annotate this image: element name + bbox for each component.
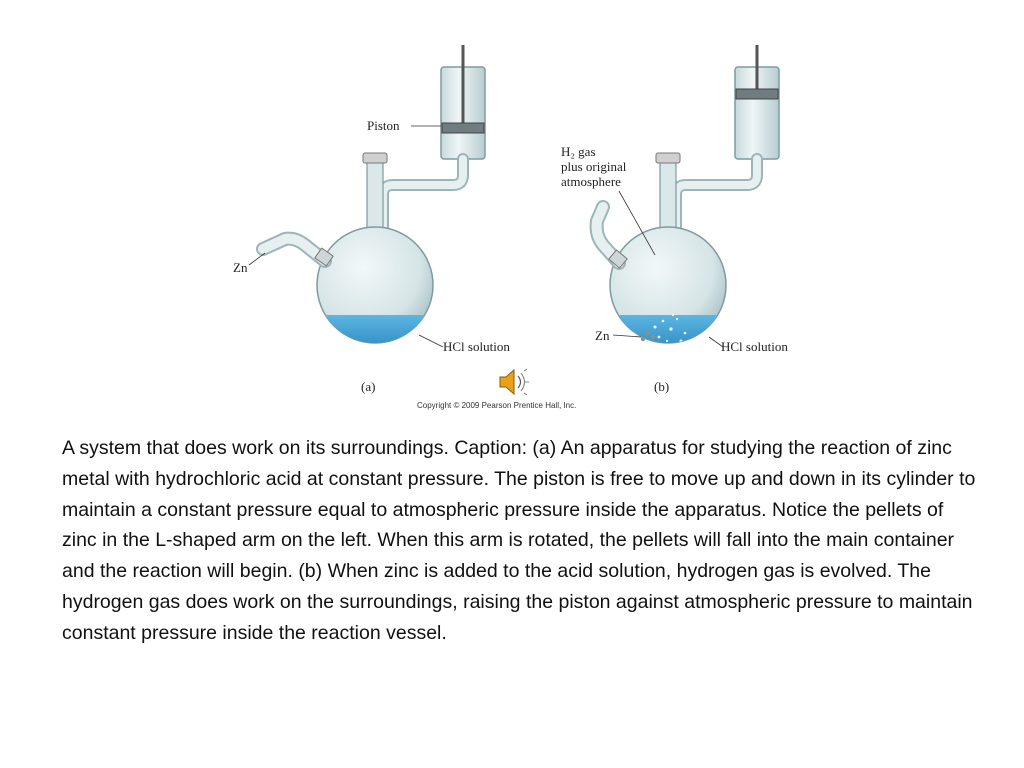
zn-label-a: Zn xyxy=(233,260,248,275)
tube-a xyxy=(377,153,469,241)
piston-label: Piston xyxy=(367,118,400,133)
zinc-pellets-b xyxy=(640,330,656,342)
atmosphere-label: atmosphere xyxy=(561,174,621,189)
piston-b xyxy=(735,88,779,100)
tube-b xyxy=(670,153,763,241)
hcl-label-b: HCl solution xyxy=(721,339,788,354)
panel-a-apparatus xyxy=(256,45,486,344)
hcl-solution-a xyxy=(317,315,433,343)
stopper-b xyxy=(655,152,681,164)
hcl-label-a: HCl solution xyxy=(443,339,510,354)
hcl-solution-b xyxy=(610,315,726,343)
stopper-a xyxy=(362,152,388,164)
panel-b-apparatus xyxy=(589,45,780,344)
apparatus-figure: Piston Zn HCl solution (a) xyxy=(215,45,815,415)
copyright-text: Copyright © 2009 Pearson Prentice Hall, … xyxy=(417,401,576,410)
plus-original-label: plus original xyxy=(561,159,627,174)
panel-a-label: (a) xyxy=(361,379,375,394)
zn-label-b: Zn xyxy=(595,328,610,343)
panel-b-label: (b) xyxy=(654,379,669,394)
caption-text: A system that does work on its surroundi… xyxy=(62,437,976,644)
piston-a xyxy=(441,122,485,134)
speaker-icon[interactable] xyxy=(499,368,529,396)
h2-gas-label: H₂ gas xyxy=(561,144,596,159)
